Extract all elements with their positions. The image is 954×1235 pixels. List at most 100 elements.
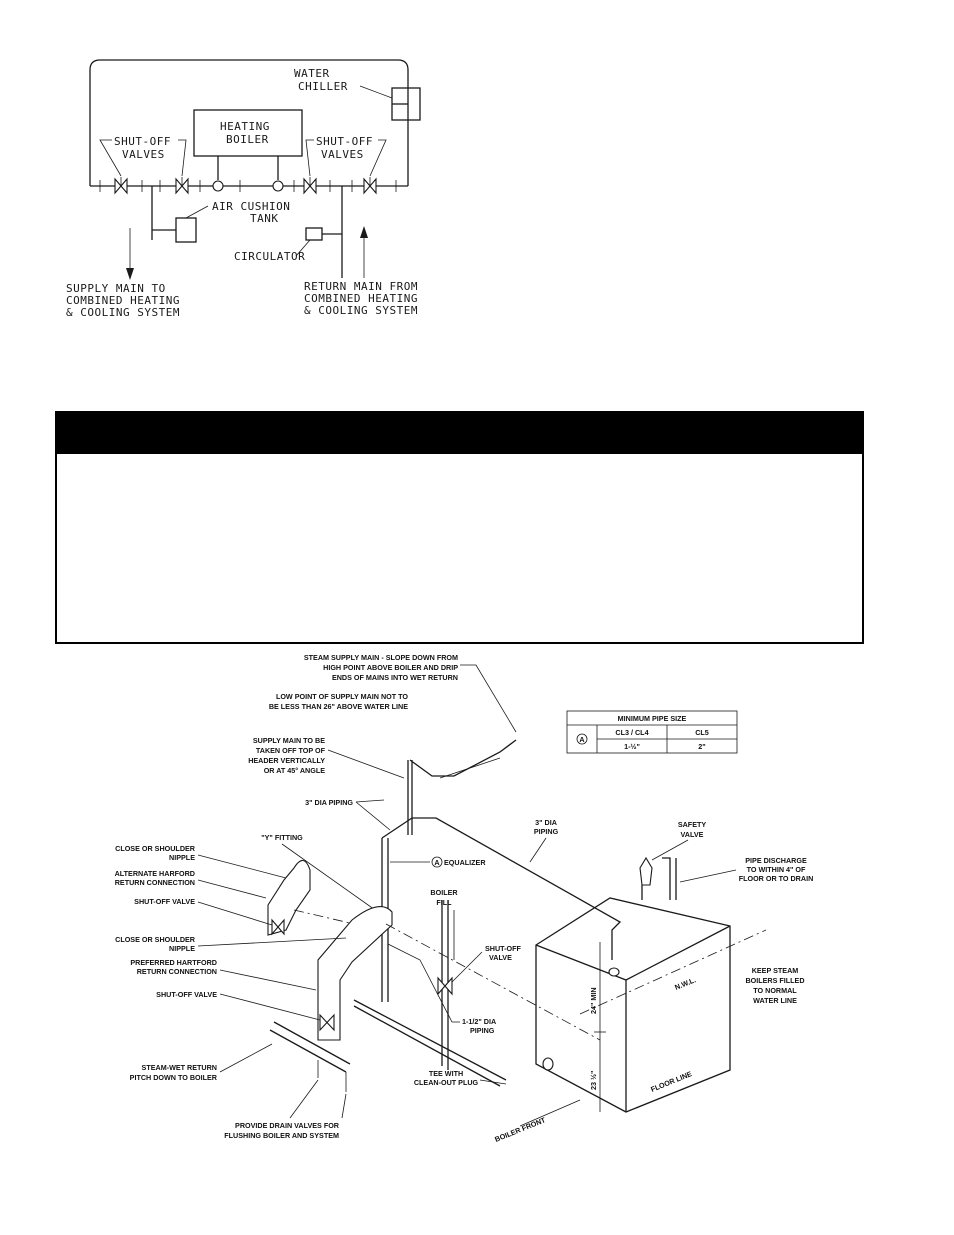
svg-text:PIPE DISCHARGE: PIPE DISCHARGE [745,856,807,865]
pref-return-line-2: RETURN CONNECTION [137,967,217,976]
dia3-left-leader [355,799,385,803]
svg-text:A: A [434,858,439,867]
svg-text:WATER: WATER [294,67,330,80]
preferred-shutoff-valve [319,1013,335,1032]
svg-text:HIGH POINT ABOVE BOILER AND DR: HIGH POINT ABOVE BOILER AND DRIP [323,663,458,672]
svg-text:SUPPLY MAIN TO BE: SUPPLY MAIN TO BE [253,736,325,745]
svg-text:& COOLING SYSTEM: & COOLING SYSTEM [66,306,180,319]
y-fitting-label: "Y" FITTING [261,833,303,842]
takeoff-line-1: SUPPLY MAIN TO BE [253,736,325,745]
header-fitting-ticks [99,180,397,192]
pref-return-line-1: PREFERRED HARTFORD [130,958,217,967]
pipe-discharge-label: PIPE DISCHARGE TO WITHIN 4" OF FLOOR OR … [739,856,814,883]
svg-text:STEAM SUPPLY MAIN - SLOPE DOWN: STEAM SUPPLY MAIN - SLOPE DOWN FROM [304,653,458,662]
svg-text:PROVIDE DRAIN VALVES FOR: PROVIDE DRAIN VALVES FOR [235,1121,340,1130]
drain-valves-label: PROVIDE DRAIN VALVES FOR FLUSHING BOILER… [224,1121,340,1140]
svg-text:ALTERNATE HARFORD: ALTERNATE HARFORD [115,869,195,878]
close-nipple-1-line-2: NIPPLE [169,853,195,862]
svg-text:"Y" FITTING: "Y" FITTING [261,833,303,842]
valve-left-2 [175,177,189,195]
keep-steam-line-4: WATER LINE [753,996,797,1005]
circulator-pump [305,227,323,241]
air-cushion-leader [185,205,209,219]
svg-text:HEATING: HEATING [220,120,270,133]
boiler-front-opening [542,1057,554,1071]
shutoff-2-label: SHUT-OFF VALVE [156,990,217,999]
close-nipple-2-line-1: CLOSE OR SHOULDER [115,935,196,944]
safety-valve [639,856,653,886]
pipe-discharge-leader [679,869,737,883]
boiler-fill-line-1: BOILER [430,888,458,897]
svg-text:BOILER: BOILER [226,133,269,146]
svg-text:WATER LINE: WATER LINE [753,996,797,1005]
svg-text:RETURN MAIN FROM: RETURN MAIN FROM [304,280,418,293]
safety-valve-line-1: SAFETY [678,820,707,829]
return-main-label-1: RETURN MAIN FROM [304,280,418,293]
svg-text:SHUT-OFF VALVE: SHUT-OFF VALVE [134,897,195,906]
close-nipple-2-leader [197,937,347,947]
svg-text:OR AT 45° ANGLE: OR AT 45° ANGLE [264,766,326,775]
steam-supply-main [407,739,517,835]
return-arrow-head [360,226,368,238]
notice-header-bar [57,413,862,454]
svg-text:TAKEN OFF TOP OF: TAKEN OFF TOP OF [256,746,326,755]
svg-text:TEE WITH: TEE WITH [429,1069,463,1078]
valve-left-1 [114,177,128,195]
heating-boiler-label-1: HEATING [220,120,270,133]
svg-text:SHUT-OFF: SHUT-OFF [316,135,373,148]
shutoff-left-label-1: SHUT-OFF [114,135,171,148]
supply-main-label-3: & COOLING SYSTEM [66,306,180,319]
safety-discharge-pipe [641,857,677,900]
svg-text:BOILER FRONT: BOILER FRONT [493,1115,547,1144]
takeoff-line-3: HEADER VERTICALLY [248,756,325,765]
svg-text:BE LESS THAN 26" ABOVE WATER L: BE LESS THAN 26" ABOVE WATER LINE [269,702,408,711]
chiller-piping-diagram: WATER CHILLER HEATING BOILER SHUT-OFF VA… [66,59,454,330]
circulator-leader [295,239,311,257]
wet-return-lower [353,999,507,1087]
discharge-line-2: TO WITHIN 4" OF [747,865,806,874]
shutoff-right-label-1: SHUT-OFF [316,135,373,148]
svg-text:1-1/2" DIA: 1-1/2" DIA [462,1017,496,1026]
svg-text:LOW POINT OF SUPPLY MAIN NOT T: LOW POINT OF SUPPLY MAIN NOT TO [276,692,408,701]
svg-text:PREFERRED HARTFORD: PREFERRED HARTFORD [130,958,217,967]
equalizer-tag: A [434,858,439,867]
tee-label: TEE WITH CLEAN-OUT PLUG [414,1069,479,1087]
svg-text:BOILERS FILLED: BOILERS FILLED [745,976,804,985]
svg-text:SUPPLY MAIN TO: SUPPLY MAIN TO [66,282,166,295]
drain-valves-line-2: FLUSHING BOILER AND SYSTEM [224,1131,339,1140]
return-main-label-3: & COOLING SYSTEM [304,304,418,317]
svg-text:RETURN CONNECTION: RETURN CONNECTION [137,967,217,976]
equalizer-tag-circle [431,856,443,868]
keep-steam-line-2: BOILERS FILLED [745,976,804,985]
svg-text:ENDS OF MAINS INTO WET RETURN: ENDS OF MAINS INTO WET RETURN [332,673,458,682]
shutoff-mid-line-1: SHUT-OFF [485,944,522,953]
alt-return-label: ALTERNATE HARFORD RETURN CONNECTION [115,869,195,887]
boiler-block [535,897,731,1113]
tee-line-2: CLEAN-OUT PLUG [414,1078,479,1087]
shutoff-left-label-2: VALVES [122,148,165,161]
alt-return-leader [197,879,267,899]
svg-text:N.W.L.: N.W.L. [673,975,697,992]
svg-text:NIPPLE: NIPPLE [169,944,195,953]
shutoff-right-leaders [305,139,387,177]
safety-valve-label: SAFETY VALVE [678,820,707,839]
svg-text:23 ½": 23 ½" [589,1071,598,1090]
keep-steam-label: KEEP STEAM BOILERS FILLED TO NORMAL WATE… [745,966,804,1005]
svg-text:SHUT-OFF VALVE: SHUT-OFF VALVE [156,990,217,999]
svg-text:VALVES: VALVES [321,148,364,161]
air-cushion-label-1: AIR CUSHION [212,200,290,213]
crop-mask [424,270,454,330]
safety-valve-line-2: VALVE [681,830,704,839]
shutoff-right-label-2: VALVES [321,148,364,161]
discharge-line-1: PIPE DISCHARGE [745,856,807,865]
svg-text:RETURN CONNECTION: RETURN CONNECTION [115,878,195,887]
svg-text:PITCH DOWN TO BOILER: PITCH DOWN TO BOILER [130,1073,218,1082]
return-centerline [385,923,601,1041]
svg-text:CLOSE OR SHOULDER: CLOSE OR SHOULDER [115,935,196,944]
discharge-line-3: FLOOR OR TO DRAIN [739,874,814,883]
svg-text:MINIMUM PIPE SIZE: MINIMUM PIPE SIZE [618,714,687,723]
svg-text:SAFETY: SAFETY [678,820,707,829]
alternate-shutoff-valve [271,918,285,936]
supply-main-flow-arrow [439,757,501,779]
